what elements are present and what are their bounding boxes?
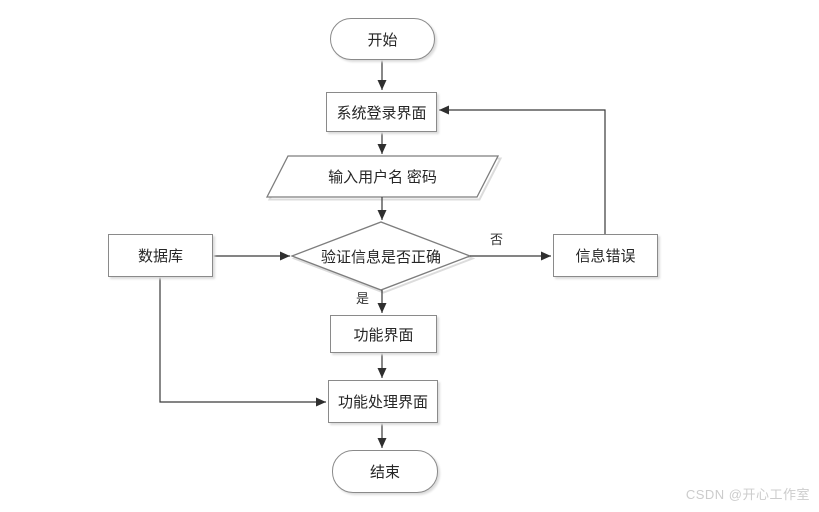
input-parallelogram-shape	[265, 155, 500, 198]
edge-label-yes: 是	[356, 291, 370, 306]
start-node: 开始	[330, 18, 435, 60]
error-node: 信息错误	[553, 234, 658, 277]
process-node: 功能处理界面	[328, 380, 438, 423]
error-node-label: 信息错误	[575, 249, 636, 265]
end-node: 结束	[332, 450, 438, 493]
decision-node-label: 验证信息是否正确	[320, 249, 441, 266]
decision-node: 验证信息是否正确	[299, 240, 463, 272]
function-node: 功能界面	[330, 315, 437, 353]
end-node-label: 结束	[369, 465, 400, 481]
database-node-label: 数据库	[137, 249, 183, 265]
decision-diamond-shape	[290, 221, 472, 291]
csdn-watermark: CSDN @开心工作室	[685, 487, 810, 502]
login-node-label: 系统登录界面	[336, 105, 427, 122]
input-node-label: 输入用户名 密码	[328, 170, 437, 186]
edge-error-login	[439, 105, 606, 234]
database-node: 数据库	[108, 234, 213, 277]
function-node-label: 功能界面	[353, 327, 414, 344]
login-node: 系统登录界面	[326, 92, 437, 132]
process-node-label: 功能处理界面	[337, 395, 428, 411]
edge-label-no: 否	[490, 232, 504, 247]
input-node: 输入用户名 密码	[288, 156, 477, 197]
edge-database-process	[159, 277, 326, 407]
start-node-label: 开始	[367, 32, 398, 49]
